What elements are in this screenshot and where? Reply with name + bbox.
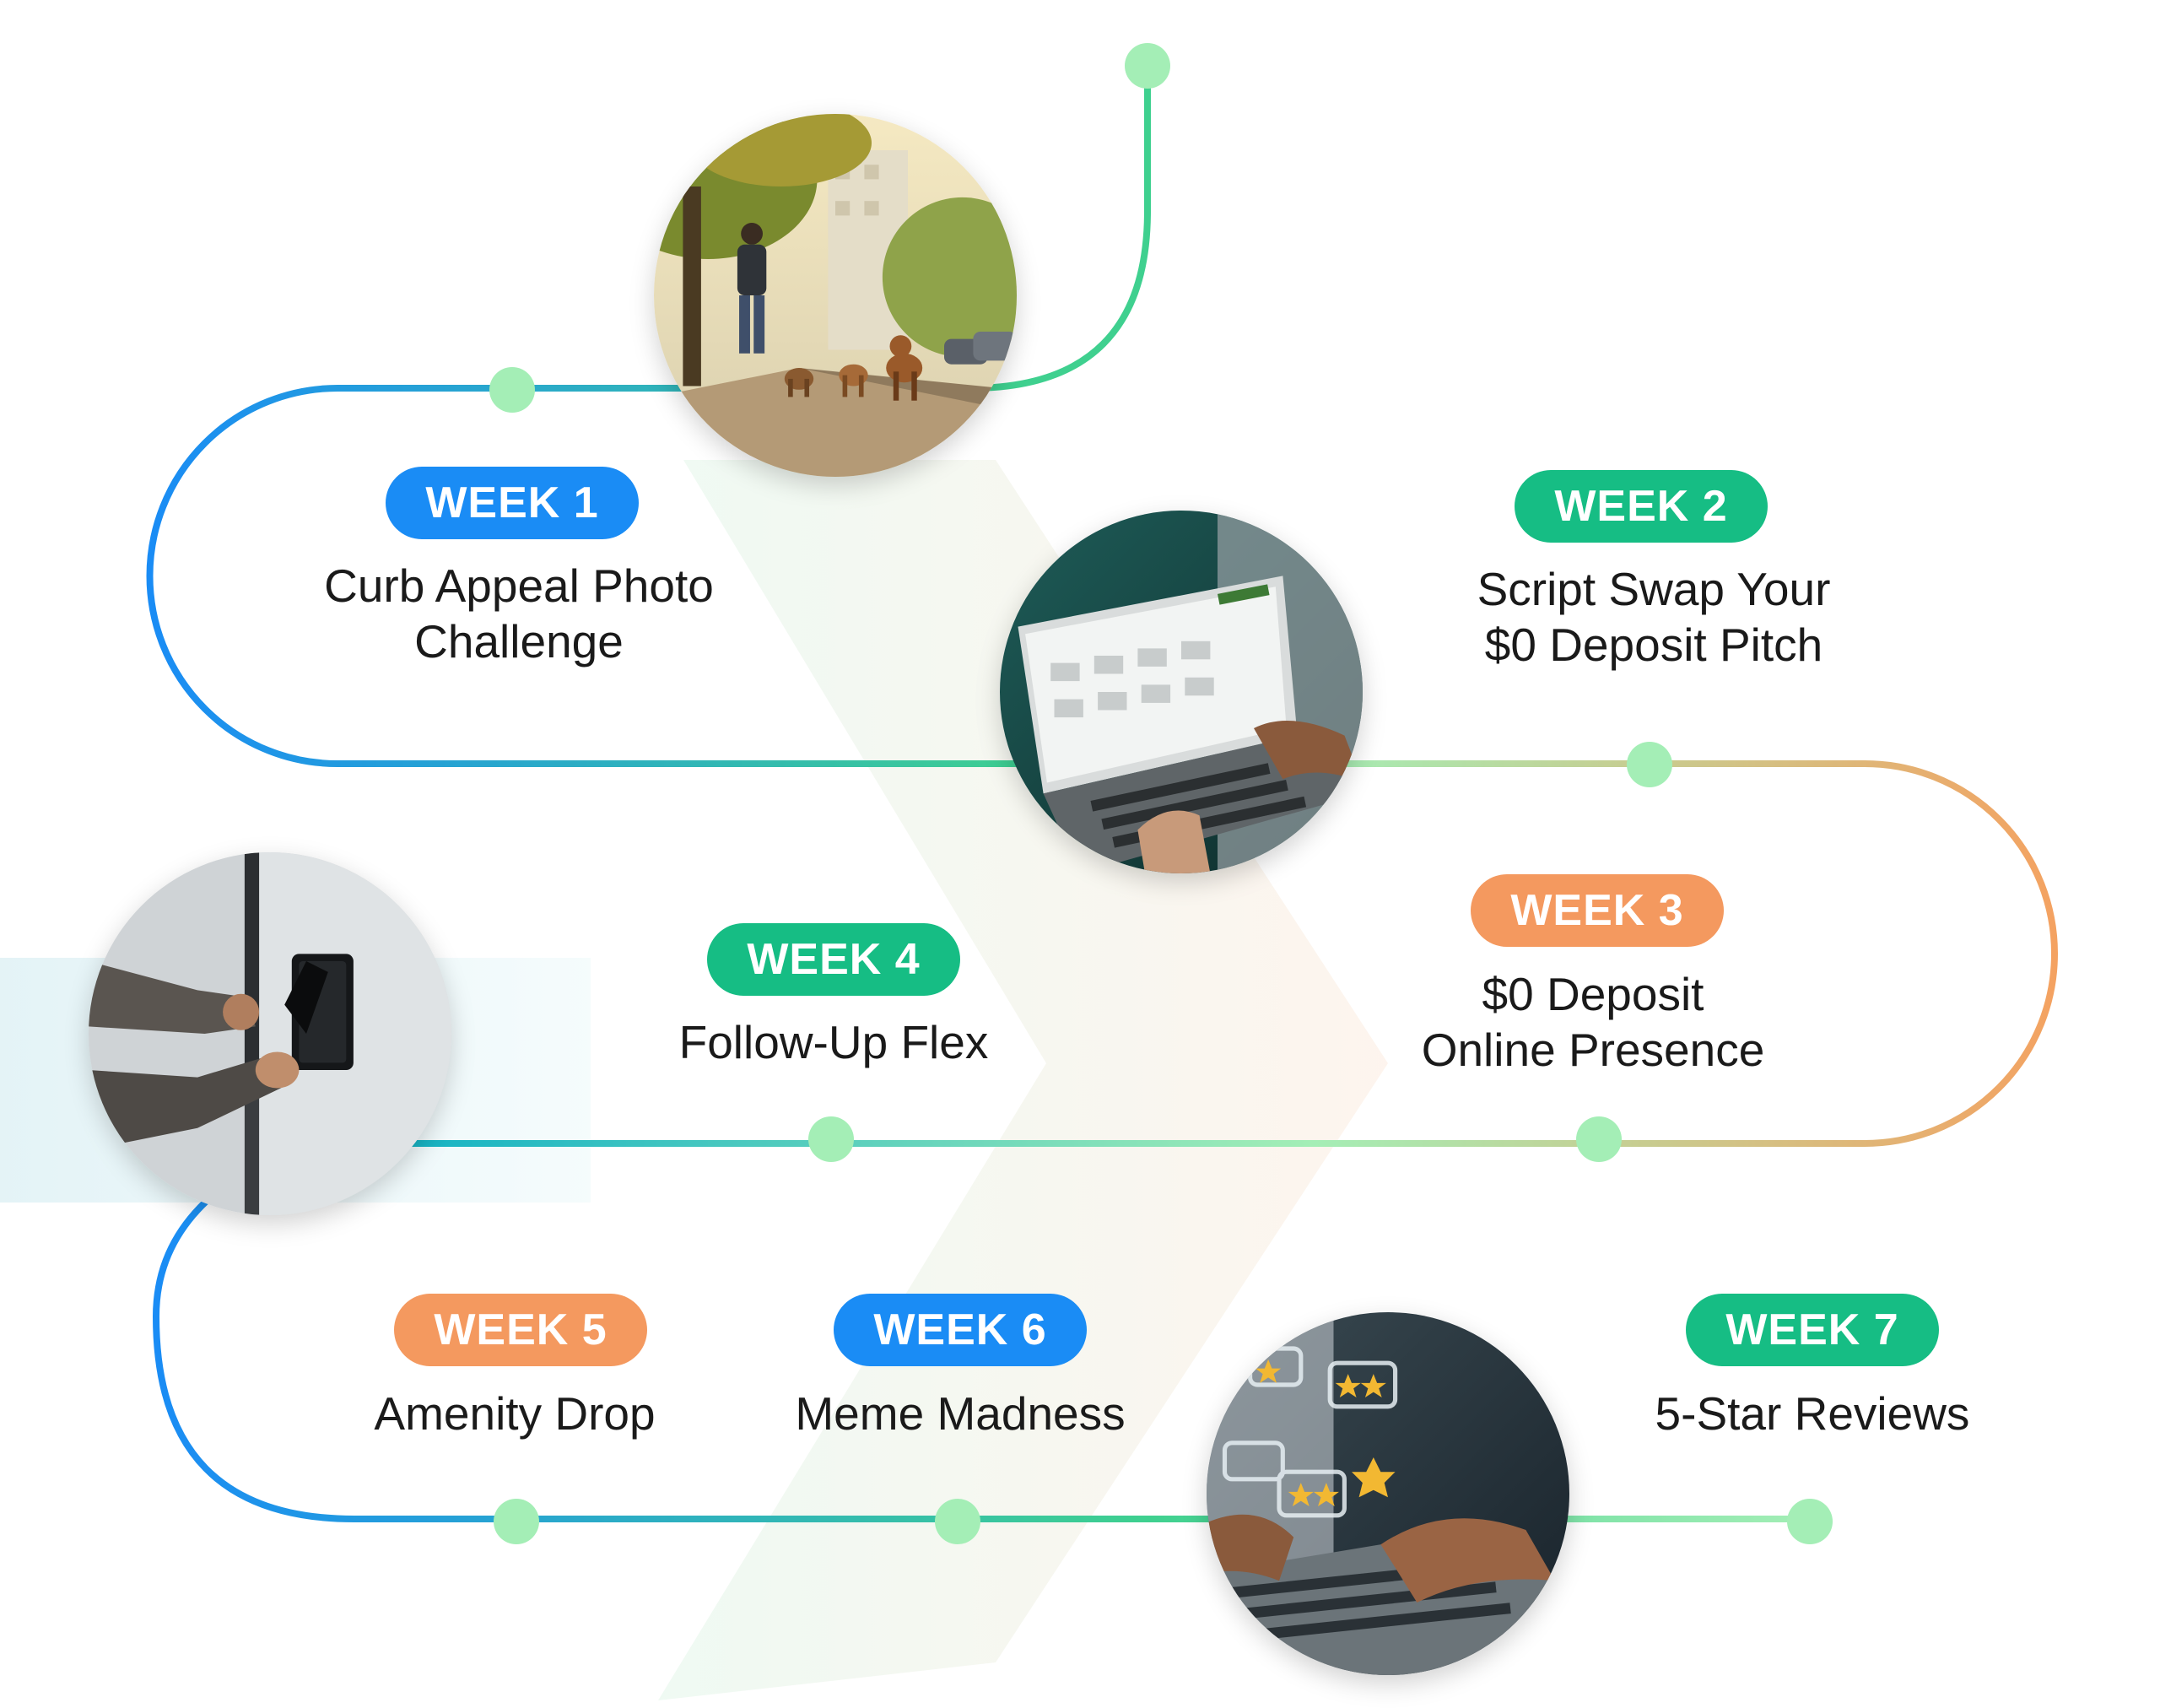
week5-badge: WEEK 5 [394,1294,647,1366]
node-week2 [1627,742,1672,787]
node-week6 [935,1499,980,1544]
week3-badge: WEEK 3 [1471,874,1724,947]
node-start [1125,43,1170,89]
week5-title: Amenity Drop [374,1387,656,1440]
path-nodes [489,43,1833,1544]
path-segment-row2 [405,760,2058,1147]
node-week7 [1787,1499,1833,1544]
node-week1 [489,367,535,413]
week4-badge: WEEK 4 [707,923,960,996]
week1-badge: WEEK 1 [386,467,639,539]
week7-badge: WEEK 7 [1686,1294,1939,1366]
path-segment-top [798,62,1151,392]
week6-title: Meme Madness [795,1387,1126,1440]
week6-badge: WEEK 6 [834,1294,1087,1366]
week2-badge: WEEK 2 [1515,470,1768,543]
node-week4 [808,1116,854,1162]
door-keycard-icon [89,852,451,1215]
week1-title: Curb Appeal Photo Challenge [324,559,714,668]
path-segment-row1 [146,385,1038,767]
node-week3 [1576,1116,1622,1162]
week4-title: Follow-Up Flex [678,1016,989,1068]
node-week5 [494,1499,539,1544]
star-reviews-icon [1207,1312,1569,1675]
person-walking-dogs-icon [654,114,1017,477]
laptop-typing-icon [1000,511,1363,873]
week3-title: $0 Deposit Online Presence [1421,968,1765,1076]
week2-title: Script Swap Your $0 Deposit Pitch [1477,563,1831,671]
week7-title: 5-Star Reviews [1655,1387,1970,1440]
